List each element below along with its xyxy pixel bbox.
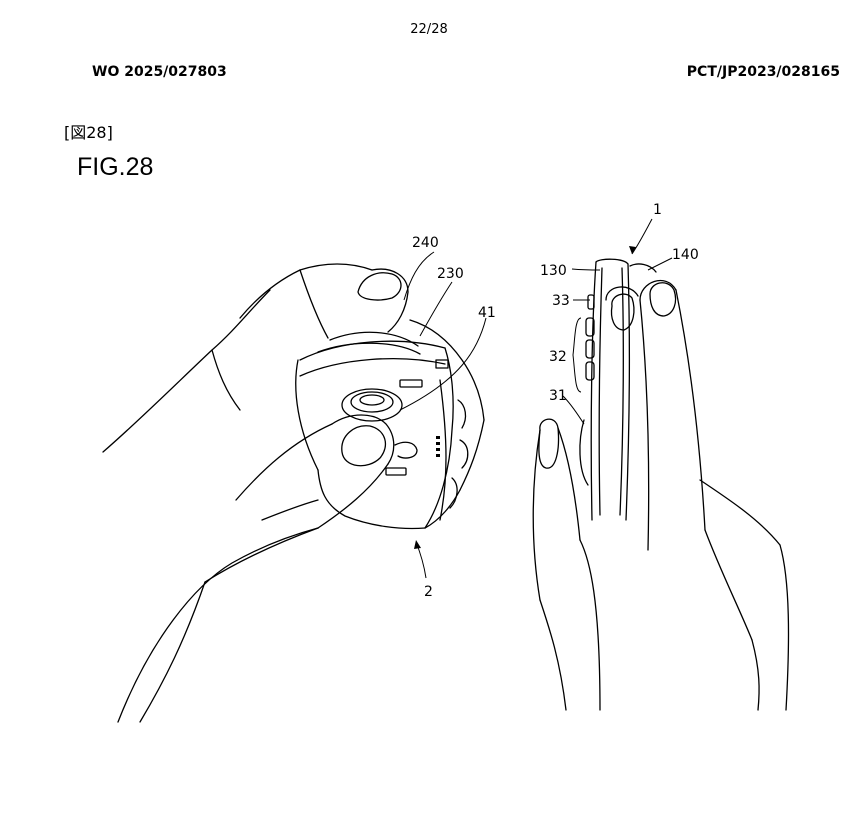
ref-label-33: 33 (552, 293, 570, 309)
ref-label-240: 240 (412, 235, 439, 251)
ref-label-41: 41 (478, 305, 496, 321)
figure-tag: [図28] (64, 123, 113, 142)
ref-label-32: 32 (549, 349, 567, 365)
controller-2-illustration (295, 319, 485, 530)
ref-label-140: 140 (672, 247, 699, 263)
ref-label-2: 2 (424, 584, 433, 600)
reference-labels: 1 130 140 33 32 31 240 230 41 2 (412, 202, 699, 600)
left-hand-illustration (102, 263, 409, 723)
ref-label-230: 230 (437, 266, 464, 282)
publication-number: WO 2025/027803 (92, 64, 227, 80)
ref-label-130: 130 (540, 263, 567, 279)
ref-label-1: 1 (653, 202, 662, 218)
ref-label-31: 31 (549, 388, 567, 404)
application-number: PCT/JP2023/028165 (686, 64, 840, 80)
page-number: 22/28 (410, 22, 448, 37)
figure-title: FIG.28 (77, 153, 154, 181)
right-hand-illustration (532, 258, 790, 711)
leader-lines (399, 218, 673, 579)
